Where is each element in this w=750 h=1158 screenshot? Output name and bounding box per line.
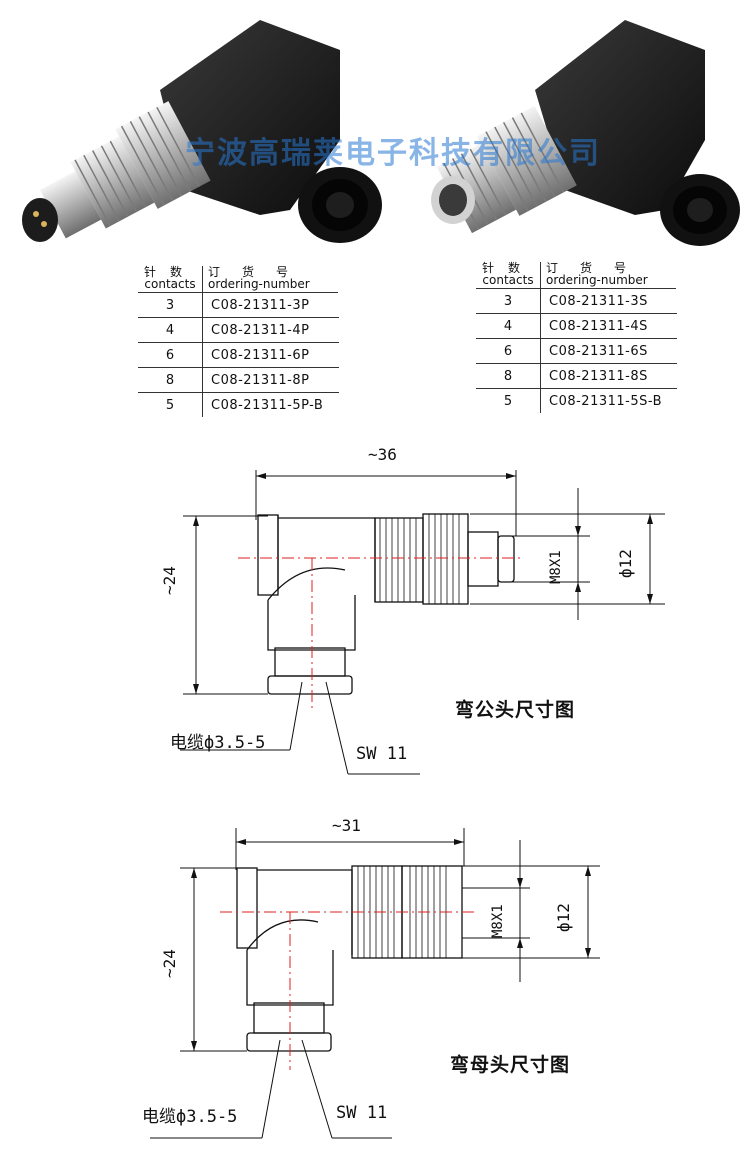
- female-height-dim: ~24: [160, 949, 179, 978]
- contacts-cell: 4: [476, 313, 541, 339]
- female-diameter-dim: ф12: [554, 903, 573, 932]
- ordering-number-cell: C08-21311-8P: [202, 367, 339, 393]
- ordering-number-cell: C08-21311-3S: [540, 289, 677, 314]
- ordering-number-cell: C08-21311-6S: [540, 338, 677, 364]
- male-width-dim: ~36: [368, 445, 397, 464]
- male-diameter-dim: ф12: [616, 549, 635, 578]
- male-header-contacts: 针数 contacts: [143, 265, 196, 291]
- company-watermark: 宁波高瑞莱电子科技有限公司: [185, 136, 601, 171]
- female-header-contacts: 针数 contacts: [481, 261, 534, 287]
- ordering-number-cell: C08-21311-4P: [202, 317, 339, 343]
- male-cable-label: 电缆ф3.5-5: [170, 733, 266, 753]
- ordering-number-cell: C08-21311-8S: [540, 363, 677, 389]
- female-connector-photo: [431, 20, 740, 246]
- female-sw-label: SW 11: [336, 1103, 388, 1123]
- male-thread-dim: M8X1: [548, 550, 564, 584]
- contacts-cell: 3: [476, 289, 541, 314]
- male-connector-photo: [22, 20, 382, 243]
- contacts-cell: 6: [138, 342, 203, 368]
- female-width-dim: ~31: [332, 816, 361, 835]
- contacts-cell: 5: [476, 388, 541, 413]
- female-header-ordering: 订货号 ordering-number: [546, 261, 649, 287]
- male-drawing-caption: 弯公头尺寸图: [455, 699, 576, 721]
- male-dimension-drawing: [180, 470, 665, 775]
- ordering-number-cell: C08-21311-5S-B: [549, 393, 663, 409]
- table-row: 5 C08-21311-5P-B: [138, 392, 339, 417]
- female-cable-label: 电缆ф3.5-5: [142, 1107, 238, 1127]
- ordering-number-cell: C08-21311-4S: [540, 313, 677, 339]
- ordering-number-cell: C08-21311-3P: [202, 293, 339, 318]
- male-header-ordering: 订货号 ordering-number: [208, 265, 311, 291]
- contacts-cell: 5: [138, 392, 203, 417]
- female-thread-dim: M8X1: [490, 904, 506, 938]
- table-row: 5 C08-21311-5S-B: [476, 388, 677, 413]
- female-drawing-caption: 弯母头尺寸图: [450, 1054, 571, 1076]
- contacts-cell: 8: [476, 363, 541, 389]
- contacts-cell: 6: [476, 338, 541, 364]
- contacts-cell: 3: [138, 293, 203, 318]
- contacts-cell: 4: [138, 317, 203, 343]
- female-dimension-drawing: [150, 828, 600, 1139]
- male-sw-label: SW 11: [356, 744, 408, 764]
- ordering-number-cell: C08-21311-5P-B: [211, 397, 324, 413]
- male-height-dim: ~24: [160, 566, 179, 595]
- ordering-number-cell: C08-21311-6P: [202, 342, 339, 368]
- contacts-cell: 8: [138, 367, 203, 393]
